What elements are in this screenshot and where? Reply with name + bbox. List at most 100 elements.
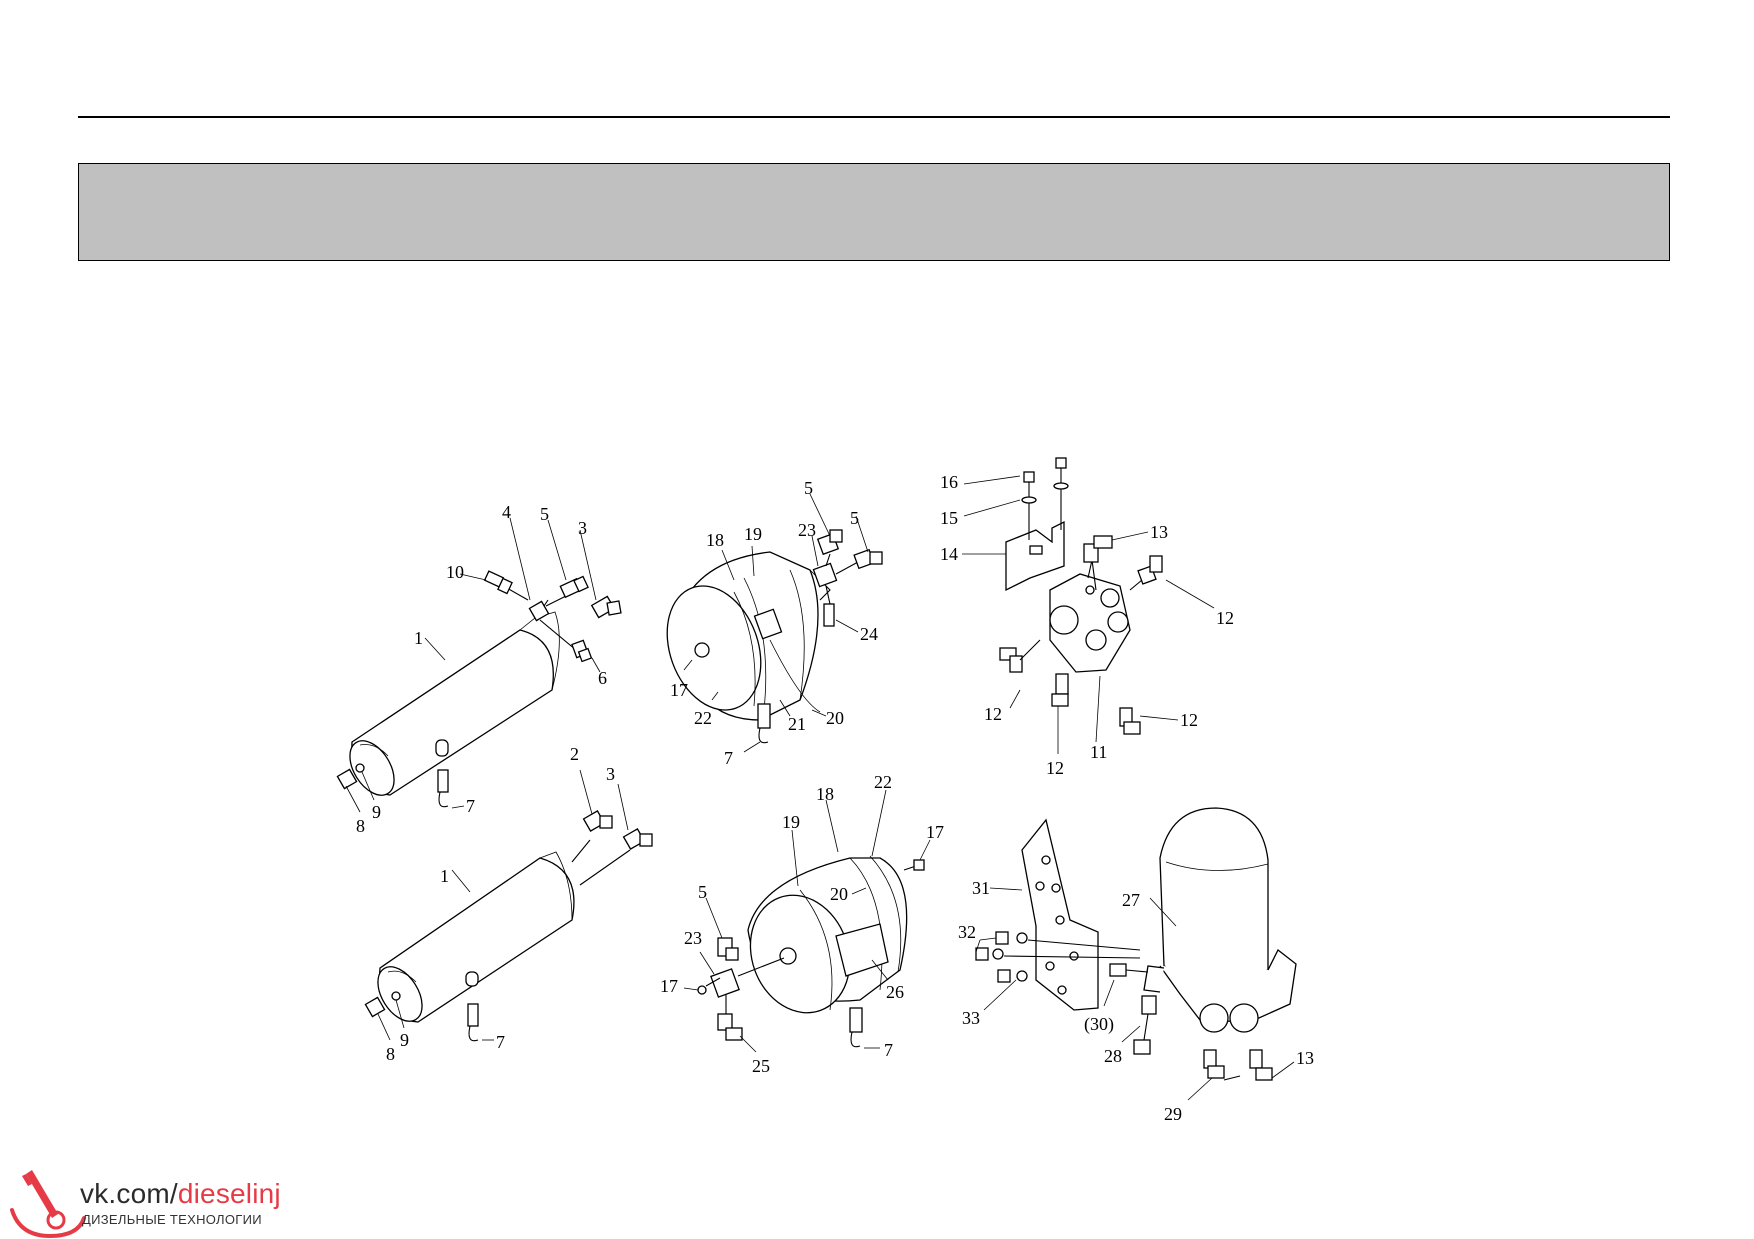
callouts-group-e: 11 12 12 12 12 13 14 15 16 xyxy=(940,472,1234,778)
callout-label: 11 xyxy=(1090,742,1107,762)
top-rule xyxy=(78,116,1670,118)
drain-valve-7c xyxy=(757,703,771,744)
callout-label: 28 xyxy=(1104,1046,1122,1066)
callout-label: 1 xyxy=(414,628,423,648)
fitting-6 xyxy=(571,639,593,663)
plug-8b xyxy=(364,996,386,1018)
fitting-elbow-25 xyxy=(717,1013,743,1041)
callout-label: 23 xyxy=(684,928,702,948)
callout-label: 20 xyxy=(830,884,848,904)
valve-body-11 xyxy=(1049,559,1131,673)
fitting-10 xyxy=(483,570,513,595)
air-drum-lower xyxy=(747,855,925,1014)
fitting-elbow-5 xyxy=(559,575,589,599)
sensor-28 xyxy=(1133,995,1157,1055)
callout-label: 3 xyxy=(606,764,615,784)
callout-label: 22 xyxy=(874,772,892,792)
plug-17d xyxy=(697,985,707,995)
callout-label: 12 xyxy=(984,704,1002,724)
callout-label: 24 xyxy=(860,624,878,644)
callout-label: 5 xyxy=(698,882,707,902)
logo-prefix: vk.com/ xyxy=(80,1178,178,1209)
callout-label: (30) xyxy=(1084,1014,1114,1035)
callout-label: 17 xyxy=(926,822,944,842)
logo-text: vk.com/dieselinj xyxy=(80,1178,281,1210)
callout-label: 7 xyxy=(724,748,733,768)
drain-valve-7 xyxy=(435,739,449,808)
logo-accent: dieselinj xyxy=(177,1178,281,1209)
fitting-elbow-12a xyxy=(1129,555,1163,591)
air-drum-upper xyxy=(666,551,831,721)
callout-label: 22 xyxy=(694,708,712,728)
callout-label: 19 xyxy=(782,812,800,832)
air-tank-upper-left xyxy=(349,599,560,796)
callouts-group-f: 13 27 28 29 (30) 31 32 33 xyxy=(958,878,1314,1124)
bracket-14 xyxy=(1005,520,1065,592)
air-dryer-27 xyxy=(1143,807,1297,1033)
callout-label: 3 xyxy=(578,518,587,538)
callout-label: 13 xyxy=(1150,522,1168,542)
bolt-33 xyxy=(997,969,1028,983)
callout-label: 7 xyxy=(496,1032,505,1052)
callout-label: 2 xyxy=(570,744,579,764)
bolt-32 xyxy=(975,931,1141,961)
callout-label: 4 xyxy=(502,502,511,522)
callout-label: 7 xyxy=(466,796,475,816)
fitting-elbow-12c xyxy=(1051,673,1069,707)
fitting-elbow-13e xyxy=(1083,535,1113,563)
clamp-20 xyxy=(769,639,821,713)
callouts-group-a: 1 3 4 5 6 7 8 9 10 xyxy=(345,502,607,836)
fitting-elbow-12d xyxy=(1119,707,1141,735)
callout-label: 27 xyxy=(1122,890,1140,910)
air-tank-lower-left xyxy=(377,839,631,1023)
callout-label: 32 xyxy=(958,922,976,942)
callout-label: 12 xyxy=(1216,608,1234,628)
fitting-tee-23d xyxy=(705,957,785,1014)
callout-label: 19 xyxy=(744,524,762,544)
callout-label: 12 xyxy=(1180,710,1198,730)
callout-label: 31 xyxy=(972,878,990,898)
callout-label: 26 xyxy=(886,982,904,1002)
callout-label: 29 xyxy=(1164,1104,1182,1124)
drain-valve-7b xyxy=(465,971,479,1042)
fitting-elbow-12b xyxy=(999,639,1041,673)
fitting-tee-23 xyxy=(812,553,859,605)
callout-label: 15 xyxy=(940,508,958,528)
callout-label: 5 xyxy=(540,504,549,524)
fitting-elbow-13f xyxy=(1249,1049,1273,1081)
logo-subtitle: ДИЗЕЛЬНЫЕ ТЕХНОЛОГИИ xyxy=(82,1212,262,1227)
callout-label: 7 xyxy=(884,1040,893,1060)
fitting-elbow-29 xyxy=(1203,1049,1241,1081)
callout-label: 1 xyxy=(440,866,449,886)
callout-label: 9 xyxy=(372,802,381,822)
callout-label: 10 xyxy=(446,562,464,582)
bolts-16 xyxy=(1021,457,1069,540)
callout-label: 23 xyxy=(798,520,816,540)
callout-label: 21 xyxy=(788,714,806,734)
fitting-elbow-3b xyxy=(622,828,653,850)
callout-label: 20 xyxy=(826,708,844,728)
callout-label: 25 xyxy=(752,1056,770,1076)
fitting-30 xyxy=(1109,963,1149,977)
fitting-elbow-5c xyxy=(816,529,843,556)
fitting-24 xyxy=(823,603,835,627)
callout-label: 16 xyxy=(940,472,958,492)
callout-label: 6 xyxy=(598,668,607,688)
title-band xyxy=(78,163,1670,261)
fuel-injector-icon xyxy=(10,1170,86,1238)
callout-label: 13 xyxy=(1296,1048,1314,1068)
callout-label: 9 xyxy=(400,1030,409,1050)
plug-8 xyxy=(336,768,358,790)
drain-valve-7d xyxy=(849,1007,863,1048)
callouts-group-c: 5 5 7 17 18 19 20 21 22 23 24 xyxy=(670,478,878,768)
callout-label: 12 xyxy=(1046,758,1064,778)
callout-label: 33 xyxy=(962,1008,980,1028)
fitting-elbow-3 xyxy=(590,595,622,619)
callout-label: 5 xyxy=(850,508,859,528)
fitting-elbow-2 xyxy=(582,810,613,832)
callouts-group-b: 1 2 3 7 8 9 xyxy=(377,744,629,1064)
fitting-tee-4 xyxy=(499,583,577,651)
callout-label: 18 xyxy=(706,530,724,550)
callout-label: 8 xyxy=(386,1044,395,1064)
